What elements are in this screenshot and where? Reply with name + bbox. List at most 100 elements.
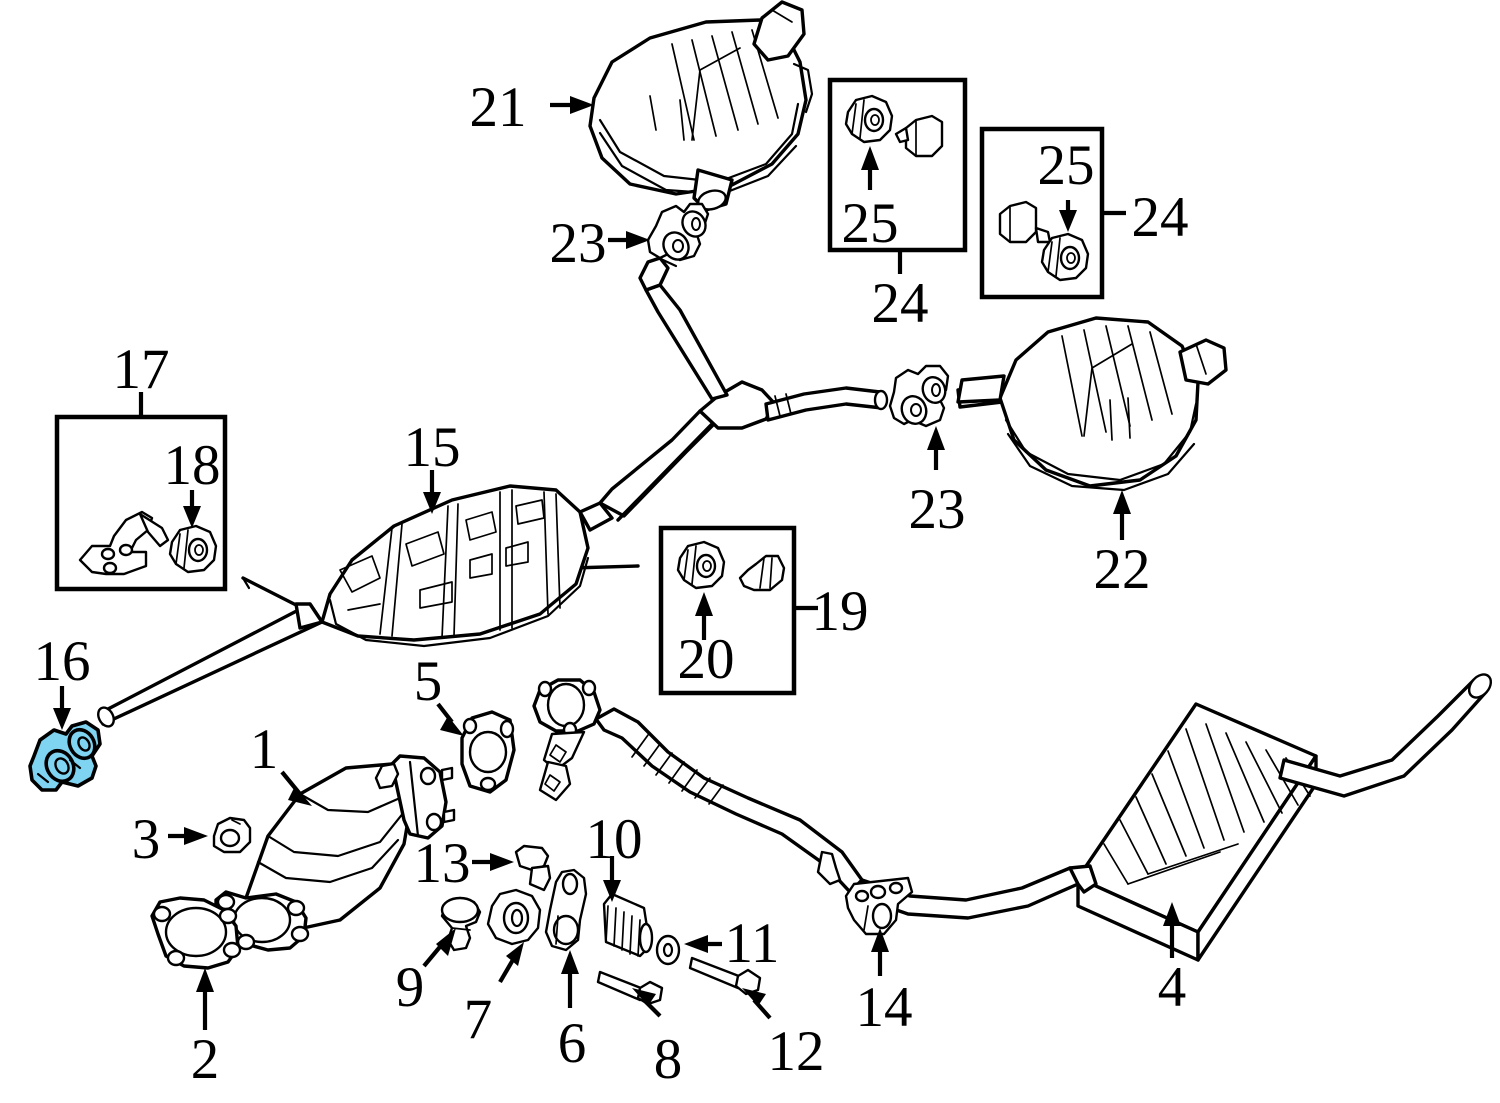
- exhaust-piping: [97, 256, 1493, 962]
- callout-label-7: 7: [464, 988, 493, 1051]
- clamp-bolt-1: [54, 757, 70, 775]
- y-branch-up-elbow: [638, 256, 670, 292]
- y-branch-right-end: [873, 389, 889, 411]
- part-20-arrowhead: [695, 592, 713, 616]
- clamp-barrel-2: [67, 727, 97, 761]
- callout-label-3: 3: [132, 808, 161, 871]
- arrow-2-head: [196, 968, 214, 992]
- callout-label-17: 17: [113, 338, 170, 401]
- callout-label-1: 1: [250, 718, 279, 781]
- arrow-23a-head: [626, 231, 650, 249]
- part-25-left-rubber-hanger-mount: [844, 94, 894, 144]
- part-25-right-rubber-hanger-mount: [1040, 232, 1090, 282]
- callout-label-24a: 24: [872, 272, 929, 335]
- part-18-rubber-hanger-mount: [168, 524, 218, 574]
- callout-label-11: 11: [725, 912, 780, 975]
- callout-labels: 21 23 25 24 25 24 23 22 17 18 15 19 20 1…: [34, 76, 1189, 1091]
- callout-arrows: [53, 96, 1181, 1030]
- arrow-16-head: [53, 708, 71, 730]
- y-branch-right: [764, 386, 884, 422]
- rear-tail-pipe-end: [1467, 673, 1493, 699]
- muffler-21-ribs: [649, 29, 779, 141]
- box-24-right-hanger-pin: [998, 200, 1052, 244]
- box-19-hanger-mount-kit: [658, 525, 818, 696]
- left-tail-pipe-end: [97, 706, 115, 728]
- callout-label-18: 18: [164, 434, 221, 497]
- part-25-left-arrowhead: [861, 146, 879, 170]
- callout-label-22: 22: [1094, 538, 1151, 601]
- left-tail-pipe: [101, 602, 324, 726]
- resonator-left-stub-cap: [241, 576, 251, 590]
- callout-label-23a: 23: [550, 212, 607, 275]
- front-pipe-flange-hole: [546, 682, 586, 728]
- muffler-22-inlet: [956, 374, 1006, 404]
- cat-sensor-boss: [374, 762, 400, 790]
- arrow-5-head: [440, 716, 464, 736]
- callout-label-13: 13: [414, 832, 471, 895]
- callout-label-15: 15: [404, 416, 461, 479]
- muffler-22-outlet: [1178, 338, 1228, 386]
- tab-hole-1: [549, 744, 567, 763]
- callout-label-5: 5: [414, 650, 443, 713]
- box-24-right-rear-hanger-kit: [979, 126, 1126, 300]
- front-pipe-flange-bolt-hole-2: [581, 679, 597, 697]
- callout-label-25b: 25: [1038, 134, 1095, 197]
- center-muffler-inlet: [1068, 864, 1098, 894]
- callout-label-8: 8: [654, 1028, 683, 1091]
- part-16-exhaust-pipe-clamp-highlighted[interactable]: [28, 720, 102, 792]
- arrow-11-head: [684, 935, 708, 953]
- resonator-right-neck: [578, 501, 614, 532]
- arrow-7-head: [506, 942, 524, 966]
- muffler-21-inlet: [752, 0, 806, 62]
- arrow-10-head: [603, 880, 621, 902]
- part-5-triangular-flange-gasket: [460, 710, 516, 794]
- y-branch-right-seam: [774, 395, 781, 417]
- part-21-rear-muffler-left: [588, 0, 814, 212]
- resonator-left-neck: [294, 602, 324, 630]
- part-25-right-arrowhead: [1059, 210, 1077, 232]
- callout-label-16: 16: [34, 630, 91, 693]
- clamp-bolt-2: [77, 736, 91, 752]
- part-17-hanger-bracket: [78, 510, 170, 576]
- front-pipe-flange-bolt-hole-1: [537, 680, 553, 698]
- front-pipe-bracket-tab2: [538, 760, 572, 802]
- callout-label-6: 6: [558, 1012, 587, 1075]
- y-branch-up-left: [644, 283, 729, 401]
- arrow-8-head: [632, 988, 656, 1006]
- arrow-4-head: [1163, 902, 1181, 926]
- part-23a-exhaust-pipe-clamp: [646, 202, 710, 262]
- part-20-rubber-hanger-mount: [676, 540, 726, 590]
- callout-label-25a: 25: [842, 192, 899, 255]
- box-17-hanger-bracket-kit: [54, 392, 228, 592]
- arrow-3-head: [184, 827, 208, 845]
- arrow-7-shaft: [498, 956, 516, 984]
- callout-label-2: 2: [191, 1028, 220, 1091]
- part-7-rubber-grommet: [486, 888, 542, 946]
- arrow-15-head: [423, 492, 441, 514]
- box-24-left-rear-hanger-kit: [827, 77, 968, 274]
- resonator-ribs: [339, 489, 561, 639]
- callout-label-4: 4: [1158, 956, 1187, 1019]
- arrow-6-head: [561, 950, 579, 974]
- part-2-exhaust-flange-gasket: [150, 896, 242, 970]
- callout-label-9: 9: [396, 956, 425, 1019]
- part-18-arrowhead: [183, 506, 201, 528]
- pipe-hook-hanger: [816, 850, 842, 886]
- rear-tail-pipe: [1278, 678, 1488, 798]
- arrow-1-head: [288, 786, 312, 806]
- callout-label-21: 21: [470, 76, 527, 139]
- callout-label-24b: 24: [1132, 186, 1189, 249]
- part-11-flat-washer: [655, 934, 681, 966]
- box-24-left-hanger-pin: [894, 114, 944, 158]
- callout-label-14: 14: [856, 976, 913, 1039]
- tab-hole-2: [544, 774, 561, 792]
- center-muffler-ribs: [1103, 723, 1311, 885]
- y-branch-up-end: [661, 258, 678, 268]
- arrow-23b-head: [927, 426, 945, 450]
- callout-label-10: 10: [586, 808, 643, 871]
- y-branch-right-seam2: [785, 393, 792, 415]
- callout-label-20: 20: [678, 628, 735, 691]
- bracket-arm: [138, 512, 170, 548]
